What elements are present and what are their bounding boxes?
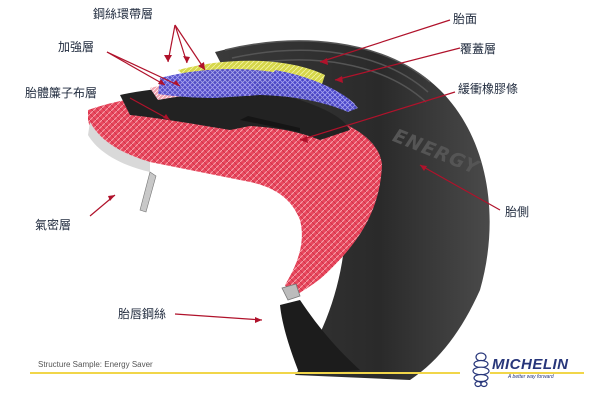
carcass-ply-layer (88, 94, 382, 298)
brand-bar (490, 372, 584, 374)
bibendum-icon (472, 352, 490, 388)
cap-ply-band (270, 70, 355, 110)
label-carcass-ply: 胎體簾子布層 (25, 86, 98, 100)
brand-tagline: A better way forward (508, 374, 554, 380)
label-tread: 胎面 (453, 12, 478, 26)
brand-name: MICHELIN (492, 356, 569, 373)
tire-inner-dark (280, 300, 360, 375)
diagram-caption: Structure Sample: Energy Saver (38, 360, 153, 369)
cap-ply-layer (158, 69, 358, 112)
label-cap-ply: 覆蓋層 (460, 42, 497, 56)
label-inner-liner: 氣密層 (35, 218, 72, 232)
label-sidewall: 胎側 (505, 205, 530, 219)
leader-arrowheads (108, 55, 427, 323)
label-reinforcement: 加強層 (58, 40, 95, 54)
bead-wire-cable (139, 171, 157, 213)
label-bead-wire: 胎唇鋼絲 (118, 307, 167, 321)
bead-wire (281, 283, 301, 301)
inner-liner-layer (88, 122, 150, 172)
michelin-logo: MICHELIN A better way forward (470, 350, 585, 390)
footer-rule (30, 372, 460, 374)
cushion-strip-edge (240, 116, 300, 132)
label-cushion-strip: 緩衝橡膠條 (458, 82, 519, 96)
label-steel-belt: 鋼絲環帶層 (93, 7, 154, 21)
